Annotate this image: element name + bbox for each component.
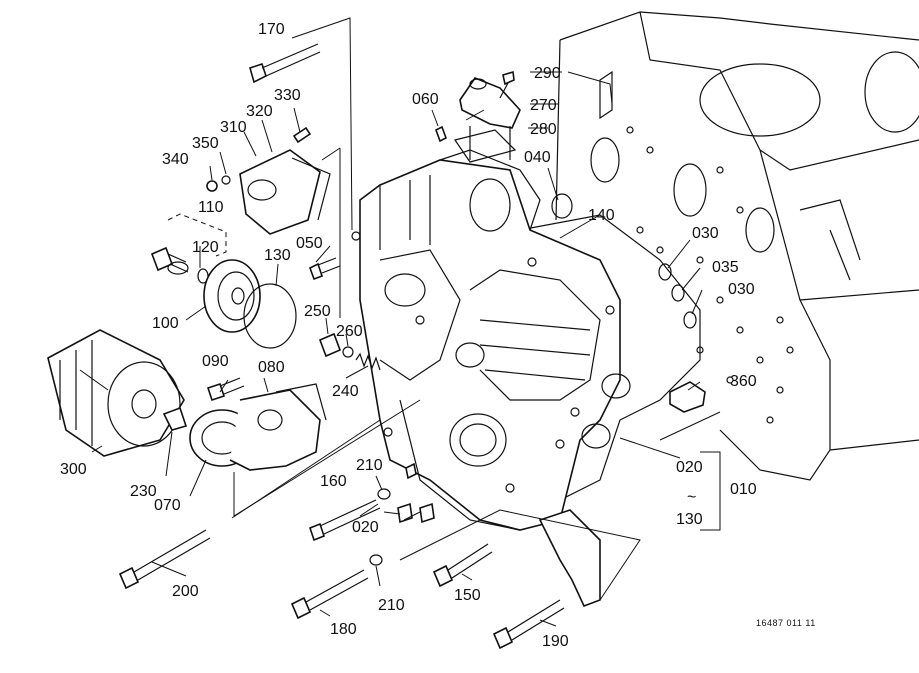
pulley-100	[203, 259, 261, 333]
label-210-upper: 210	[356, 457, 383, 474]
label-110: 110	[198, 199, 224, 216]
label-330: 330	[274, 87, 301, 104]
pin-060	[435, 125, 447, 143]
plug-250	[318, 332, 342, 358]
oil-filter-300	[47, 329, 185, 457]
label-060: 060	[412, 91, 439, 108]
bolt-290	[499, 70, 515, 99]
label-020-center: 020	[352, 519, 379, 536]
label-040: 040	[524, 149, 551, 166]
label-290: 290	[534, 65, 561, 82]
label-030-upper: 030	[692, 225, 719, 242]
label-300: 300	[60, 461, 87, 478]
label-240: 240	[332, 383, 359, 400]
label-210-lower: 210	[378, 597, 405, 614]
label-120: 120	[192, 239, 219, 256]
label-230: 230	[130, 483, 157, 500]
gear-case	[351, 149, 621, 531]
o-ring-030-lower	[683, 311, 697, 329]
plug-020-b	[419, 502, 435, 524]
label-280: 280	[530, 121, 557, 138]
washer-350	[221, 175, 231, 185]
bolt-110	[150, 246, 189, 275]
label-170: 170	[258, 21, 285, 38]
label-270: 270	[530, 97, 557, 114]
bolt-170	[249, 43, 321, 84]
bolt-160	[309, 499, 381, 542]
filter-bracket-070	[189, 383, 327, 471]
bolt-090	[206, 377, 245, 402]
stud-330	[292, 126, 312, 144]
label-010: 010	[730, 481, 757, 498]
label-130-lower: 130	[676, 511, 703, 528]
o-ring-030-upper	[658, 263, 672, 281]
label-030-lower: 030	[728, 281, 755, 298]
label-150: 150	[454, 587, 481, 604]
range-tilde: ~	[687, 489, 696, 506]
engine-block	[555, 11, 919, 481]
label-070: 070	[154, 497, 181, 514]
washer-210-upper	[377, 488, 391, 500]
bracket-lower	[538, 509, 601, 608]
reference-number: 16487 011 11	[756, 618, 816, 628]
label-360: 360	[730, 373, 757, 390]
spring-240	[355, 352, 381, 371]
label-140: 140	[588, 207, 615, 224]
label-130-upper: 130	[264, 247, 291, 264]
o-ring-130	[243, 283, 297, 349]
bolt-190	[492, 599, 565, 650]
label-260: 260	[336, 323, 363, 340]
label-180: 180	[330, 621, 357, 638]
o-ring-035	[671, 284, 685, 302]
nut-340	[206, 180, 218, 192]
case-bolts	[351, 231, 615, 493]
label-200: 200	[172, 583, 199, 600]
label-340: 340	[162, 151, 189, 168]
label-080: 080	[258, 359, 285, 376]
label-035: 035	[712, 259, 739, 276]
water-pump-cover	[239, 149, 331, 235]
bolt-150	[432, 543, 493, 588]
nipple-230	[162, 406, 188, 431]
plug-360	[581, 373, 706, 449]
label-250: 250	[304, 303, 331, 320]
label-100: 100	[152, 315, 179, 332]
bolt-180	[290, 569, 369, 620]
leader-lines	[79, 17, 721, 627]
label-190: 190	[542, 633, 569, 650]
gasket-140	[519, 214, 701, 501]
label-090: 090	[202, 353, 229, 370]
block-bolt-holes	[626, 126, 794, 424]
label-310: 310	[220, 119, 247, 136]
ball-260	[342, 346, 354, 358]
bolt-050	[309, 257, 341, 281]
plug-020-c	[405, 462, 417, 480]
label-050: 050	[296, 235, 323, 252]
washer-210-lower	[369, 554, 383, 566]
label-160: 160	[320, 473, 347, 490]
thermostat-housing	[454, 77, 521, 163]
o-ring-040	[551, 193, 573, 219]
label-350: 350	[192, 135, 219, 152]
label-320: 320	[246, 103, 273, 120]
label-020-right: 020	[676, 459, 703, 476]
bolt-200	[118, 529, 211, 590]
part-labels: 170 290 330 320 310 060 270 350 340 280 …	[60, 21, 816, 650]
